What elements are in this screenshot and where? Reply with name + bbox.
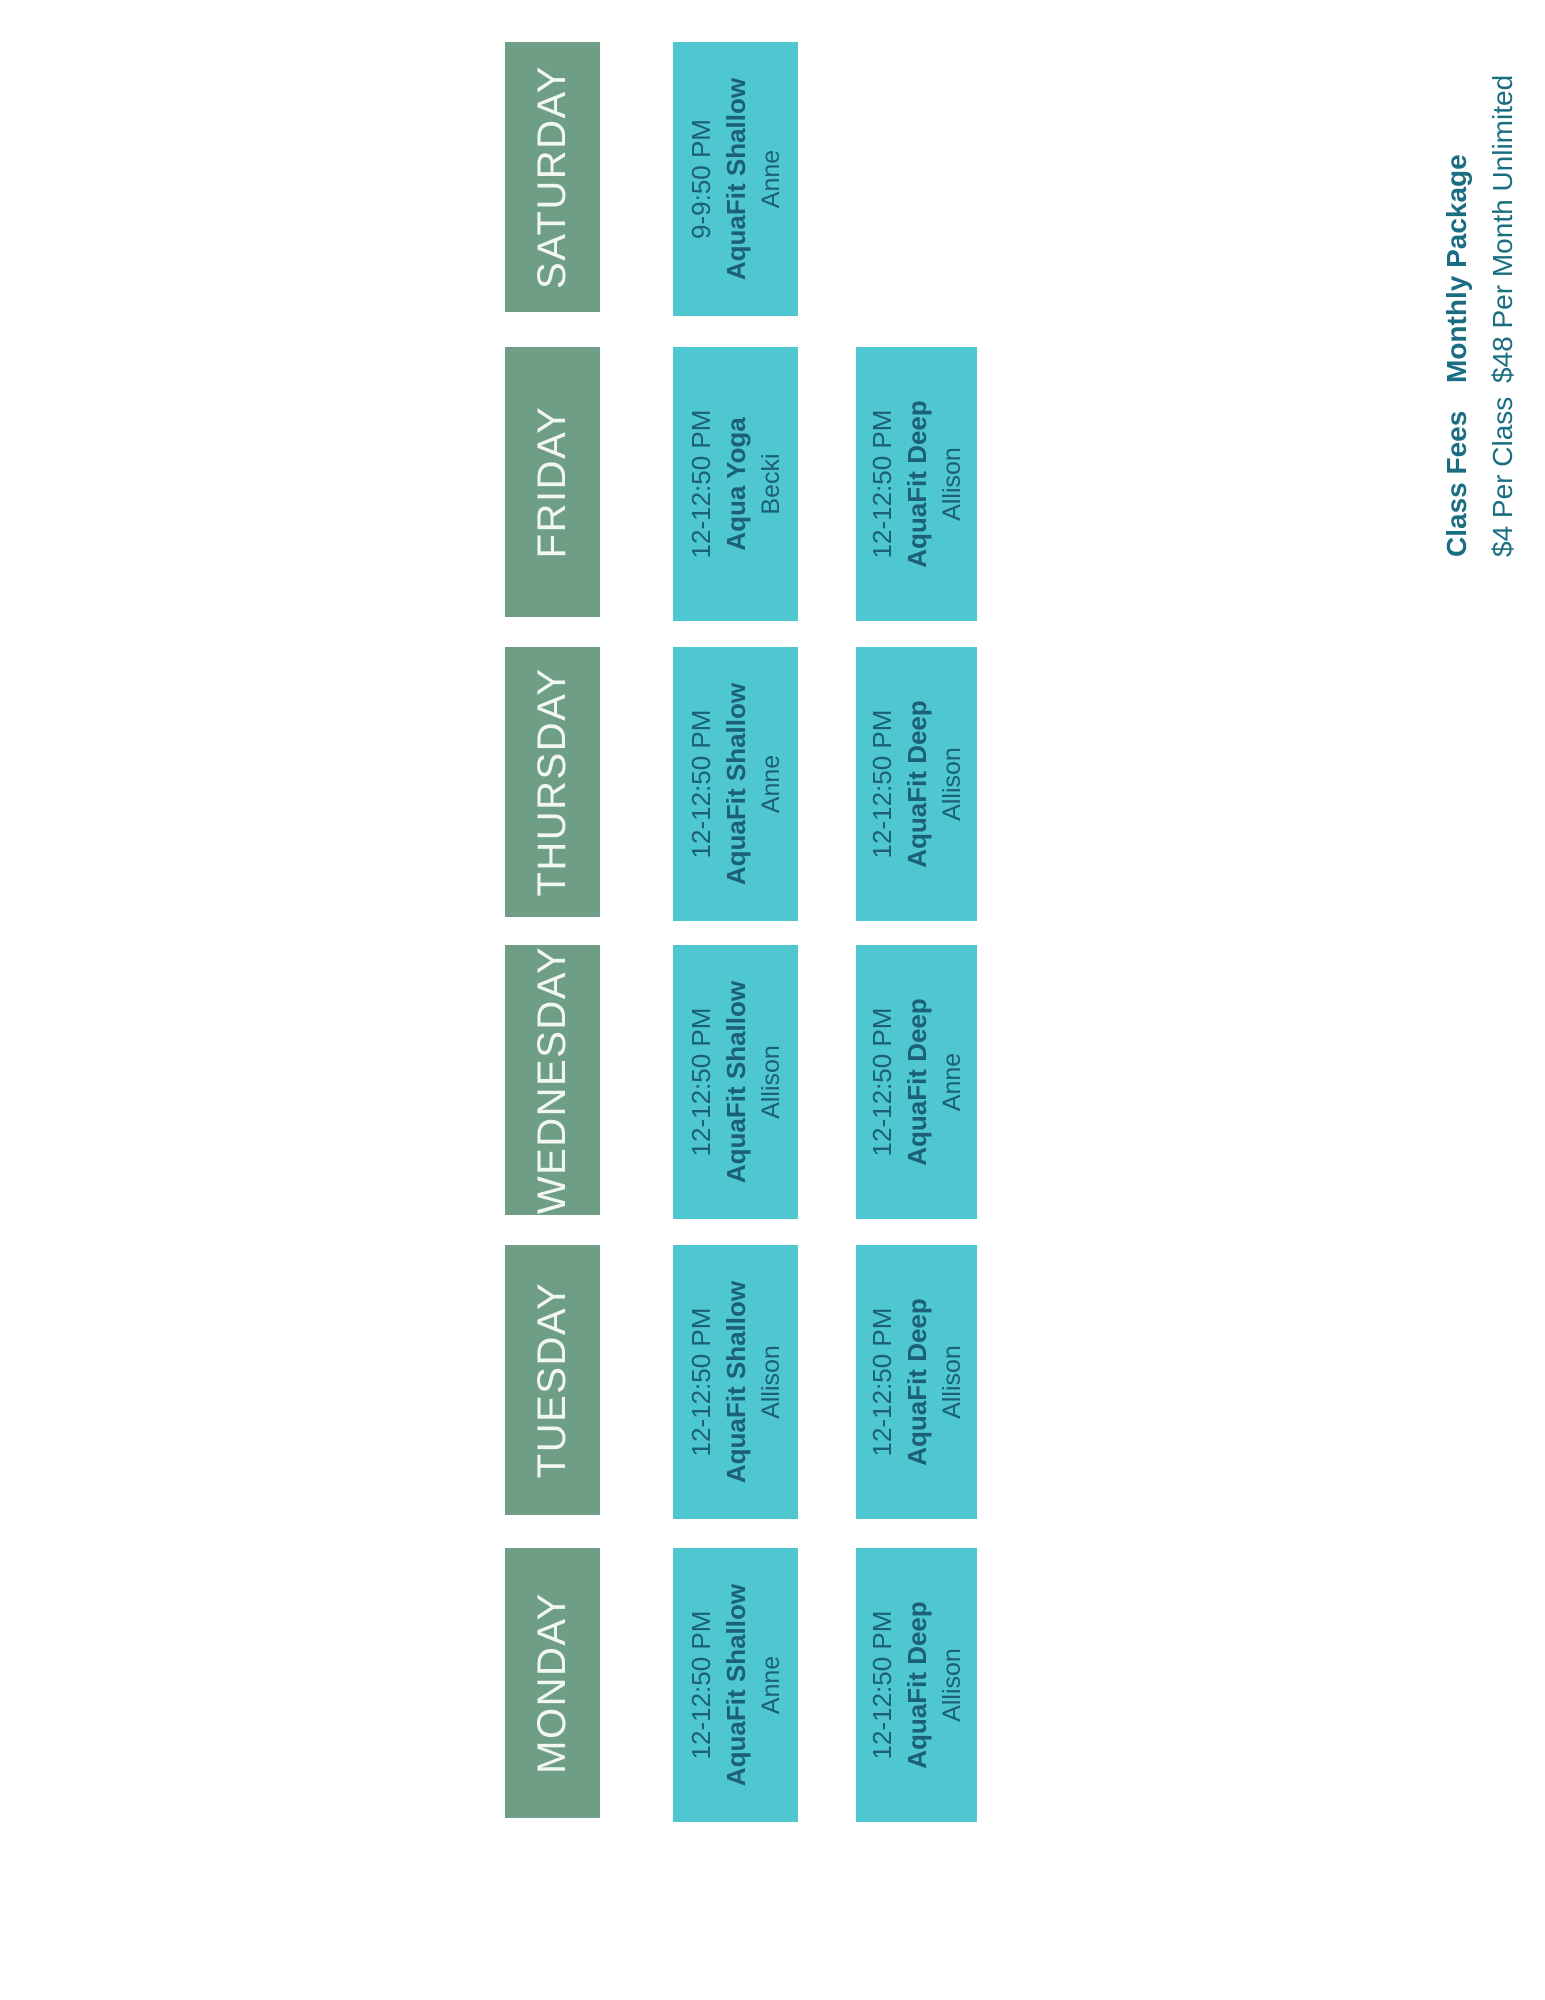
class-name: AquaFit Deep [901,1601,932,1769]
class-fees-title: Class Fees [1441,410,1472,557]
class-card-tuesday-2: 12-12:50 PM AquaFit Deep Allison [856,1245,977,1519]
day-header-thursday: THURSDAY [505,647,600,917]
class-card-wednesday-2: 12-12:50 PM AquaFit Deep Anne [856,945,977,1219]
class-time: 12-12:50 PM [866,1007,897,1157]
monthly-package-block: Monthly Package $48 Per Month Unlimited [1434,75,1526,383]
class-instructor: Allison [756,1045,785,1119]
day-header-friday: FRIDAY [505,347,600,617]
day-column-saturday: SATURDAY 9-9:50 PM AquaFit Shallow Anne [0,42,1545,316]
class-time: 12-12:50 PM [685,1007,716,1157]
class-time: 12-12:50 PM [685,1307,716,1457]
class-time: 12-12:50 PM [866,709,897,859]
class-name: AquaFit Shallow [720,77,751,281]
class-card-friday-1: 12-12:50 PM Aqua Yoga Becki [673,347,798,621]
day-name-label: MONDAY [530,1592,574,1774]
class-name: AquaFit Shallow [720,1583,751,1787]
day-header-monday: MONDAY [505,1548,600,1818]
class-time: 12-12:50 PM [685,1610,716,1760]
class-card-thursday-1: 12-12:50 PM AquaFit Shallow Anne [673,647,798,921]
day-column-friday: FRIDAY 12-12:50 PM Aqua Yoga Becki 12-12… [0,347,1545,621]
class-card-monday-2: 12-12:50 PM AquaFit Deep Allison [856,1548,977,1822]
class-card-saturday-1: 9-9:50 PM AquaFit Shallow Anne [673,42,798,316]
class-name: AquaFit Deep [901,998,932,1166]
class-fees-value: $4 Per Class [1487,396,1518,557]
class-time: 12-12:50 PM [685,409,716,559]
class-card-thursday-2: 12-12:50 PM AquaFit Deep Allison [856,647,977,921]
day-name-label: FRIDAY [530,405,574,559]
class-time: 9-9:50 PM [685,119,716,239]
monthly-package-title: Monthly Package [1441,154,1472,383]
class-instructor: Allison [937,747,966,821]
class-card-wednesday-1: 12-12:50 PM AquaFit Shallow Allison [673,945,798,1219]
class-time: 12-12:50 PM [866,409,897,559]
class-name: AquaFit Deep [901,1298,932,1466]
day-header-tuesday: TUESDAY [505,1245,600,1515]
class-instructor: Anne [756,1655,785,1715]
class-instructor: Becki [756,453,785,515]
class-name: AquaFit Shallow [720,1280,751,1484]
day-column-monday: MONDAY 12-12:50 PM AquaFit Shallow Anne … [0,1548,1545,1822]
class-instructor: Allison [937,1648,966,1722]
day-column-thursday: THURSDAY 12-12:50 PM AquaFit Shallow Ann… [0,647,1545,921]
day-name-label: WEDNESDAY [530,945,574,1215]
class-fees-block: Class Fees $4 Per Class [1434,397,1526,557]
class-name: Aqua Yoga [720,417,751,551]
day-header-saturday: SATURDAY [505,42,600,312]
day-column-wednesday: WEDNESDAY 12-12:50 PM AquaFit Shallow Al… [0,945,1545,1219]
class-instructor: Allison [937,447,966,521]
class-name: AquaFit Shallow [720,980,751,1184]
class-instructor: Anne [756,149,785,209]
class-time: 12-12:50 PM [866,1307,897,1457]
class-card-tuesday-1: 12-12:50 PM AquaFit Shallow Allison [673,1245,798,1519]
day-column-tuesday: TUESDAY 12-12:50 PM AquaFit Shallow Alli… [0,1245,1545,1519]
class-instructor: Anne [937,1052,966,1112]
class-name: AquaFit Deep [901,700,932,868]
day-name-label: THURSDAY [530,667,574,897]
class-instructor: Allison [756,1345,785,1419]
class-time: 12-12:50 PM [685,709,716,859]
class-instructor: Anne [756,754,785,814]
class-name: AquaFit Shallow [720,682,751,886]
class-instructor: Allison [937,1345,966,1419]
day-name-label: SATURDAY [530,65,574,289]
class-card-monday-1: 12-12:50 PM AquaFit Shallow Anne [673,1548,798,1822]
class-card-friday-2: 12-12:50 PM AquaFit Deep Allison [856,347,977,621]
day-name-label: TUESDAY [530,1281,574,1479]
day-header-wednesday: WEDNESDAY [505,945,600,1215]
class-time: 12-12:50 PM [866,1610,897,1760]
class-name: AquaFit Deep [901,400,932,568]
monthly-package-value: $48 Per Month Unlimited [1487,74,1518,383]
